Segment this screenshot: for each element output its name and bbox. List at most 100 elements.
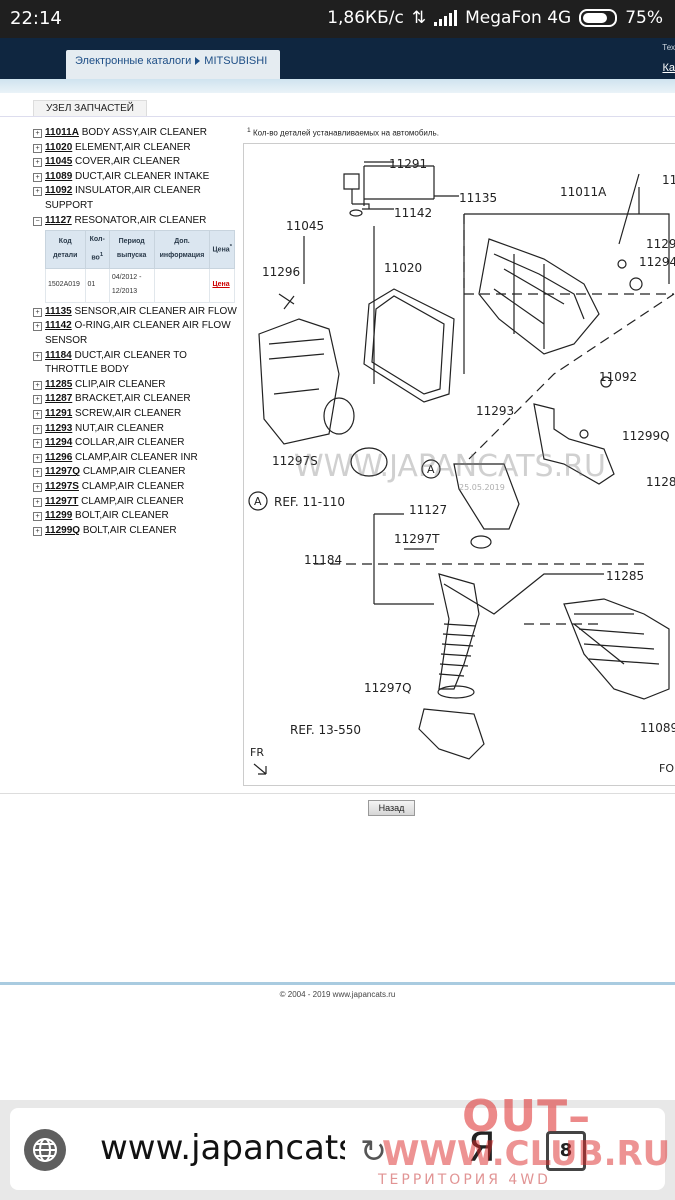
table-cell-info	[153, 267, 211, 303]
tree-item-code: 11294	[45, 437, 73, 449]
circle-a-icon	[248, 491, 268, 511]
url-text[interactable]: www.japancats.ru	[100, 1128, 345, 1168]
collapse-icon[interactable]: −	[33, 216, 42, 226]
diagram-label-11299[interactable]: 11299	[646, 237, 675, 251]
diagram-label-11291[interactable]: 11291	[389, 157, 427, 171]
tree-item-11135[interactable]: +11135 SENSOR,AIR CLEANER AIR FLOW	[33, 305, 238, 320]
globe-icon[interactable]	[24, 1129, 66, 1171]
diagram-label-11297q[interactable]: 11297Q	[364, 681, 412, 695]
diagram-label-11089[interactable]: 11089	[640, 721, 675, 735]
expand-icon[interactable]: +	[33, 439, 42, 449]
expand-icon[interactable]: +	[33, 322, 42, 332]
network-speed: 1,86КБ/с	[327, 8, 404, 28]
parts-diagram[interactable]: 11291 11135 11142 11045 11296 11020 1101…	[243, 143, 675, 786]
yandex-icon[interactable]: Я	[468, 1125, 496, 1171]
tab-count-button[interactable]: 8	[546, 1131, 586, 1171]
expand-icon[interactable]: +	[33, 410, 42, 420]
note-sup: 1	[247, 127, 251, 134]
address-bar[interactable]	[10, 1108, 665, 1190]
tree-item-11297t[interactable]: +11297T CLAMP,AIR CLEANER	[33, 495, 238, 510]
expand-icon[interactable]: +	[33, 129, 42, 138]
diagram-label-11092[interactable]: 11092	[599, 370, 637, 384]
diagram-label-11184[interactable]: 11184	[304, 553, 342, 567]
diagram-label-11299q[interactable]: 11299Q	[622, 429, 670, 443]
table-cell-price[interactable]: Цена	[209, 267, 235, 303]
tree-item-name: BOLT,AIR CLEANER	[82, 524, 177, 536]
status-bar: 22:14 1,86КБ/с ⇅ MegaFon 4G 75%	[0, 0, 675, 38]
tree-item-11127[interactable]: −11127 RESONATOR,AIR CLEANER	[33, 214, 238, 229]
tree-item-code: 11299	[45, 510, 73, 522]
tree-item-11291[interactable]: +11291 SCREW,AIR CLEANER	[33, 407, 238, 422]
diagram-label-11294[interactable]: 11294	[639, 255, 675, 269]
tree-item-11092[interactable]: +11092 INSULATOR,AIR CLEANER SUPPORT	[33, 184, 238, 213]
expand-icon[interactable]: +	[33, 453, 42, 463]
expand-icon[interactable]: +	[33, 307, 42, 317]
diagram-label-11045[interactable]: 11045	[286, 219, 324, 233]
tree-item-11299q[interactable]: +11299Q BOLT,AIR CLEANER	[33, 524, 238, 539]
tree-item-11293[interactable]: +11293 NUT,AIR CLEANER	[33, 422, 238, 437]
diagram-label-11142[interactable]: 11142	[394, 206, 432, 220]
tree-item-11297q[interactable]: +11297Q CLAMP,AIR CLEANER	[33, 465, 238, 480]
header-link-cart[interactable]: Ка	[662, 62, 675, 74]
tree-item-11285[interactable]: +11285 CLIP,AIR CLEANER	[33, 378, 238, 393]
expand-icon[interactable]: +	[33, 468, 42, 478]
tree-item-code: 11297T	[45, 495, 79, 507]
tree-item-11011a[interactable]: +11011A BODY ASSY,AIR CLEANER	[33, 126, 238, 141]
expand-icon[interactable]: +	[33, 482, 42, 492]
tree-item-11184[interactable]: +11184 DUCT,AIR CLEANER TO THROTTLE BODY	[33, 349, 238, 378]
tree-item-name: DUCT,AIR CLEANER INTAKE	[75, 170, 210, 182]
expand-icon[interactable]: +	[33, 497, 42, 507]
tree-item-code: 11089	[45, 170, 73, 182]
tree-item-code: 11291	[45, 408, 73, 420]
expand-icon[interactable]: +	[33, 158, 42, 168]
diagram-ref-a[interactable]: REF. 11-110	[274, 495, 345, 509]
diagram-label-11297t[interactable]: 11297T	[394, 532, 440, 546]
breadcrumb-catalogs[interactable]: Электронные каталоги	[75, 55, 192, 67]
diagram-label-11285[interactable]: 11285	[606, 569, 644, 583]
diagram-label-11127[interactable]: 11127	[409, 503, 447, 517]
expand-icon[interactable]: +	[33, 380, 42, 390]
status-right: 1,86КБ/с ⇅ MegaFon 4G 75%	[327, 8, 663, 28]
circle-a2-label: A	[427, 463, 435, 476]
back-button[interactable]: Назад	[368, 800, 415, 816]
expand-icon[interactable]: +	[33, 187, 42, 197]
tree-item-11297s[interactable]: +11297S CLAMP,AIR CLEANER	[33, 480, 238, 495]
tree-item-11299[interactable]: +11299 BOLT,AIR CLEANER	[33, 509, 238, 524]
expand-icon[interactable]: +	[33, 351, 42, 361]
section-tab-parts[interactable]: УЗЕЛ ЗАПЧАСТЕЙ	[33, 100, 147, 116]
tree-item-11142[interactable]: +11142 O-RING,AIR CLEANER AIR FLOW SENSO…	[33, 319, 238, 348]
expand-icon[interactable]: +	[33, 526, 42, 536]
tree-item-name: INSULATOR,AIR CLEANER SUPPORT	[45, 185, 201, 211]
tree-item-11020[interactable]: +11020 ELEMENT,AIR CLEANER	[33, 141, 238, 156]
breadcrumb-mitsubishi[interactable]: MITSUBISHI	[204, 55, 268, 67]
tree-item-11045[interactable]: +11045 COVER,AIR CLEANER	[33, 155, 238, 170]
content-divider	[0, 793, 675, 794]
tree-item-code: 11045	[45, 156, 73, 168]
tree-item-code: 11127	[45, 214, 72, 226]
diagram-label-11011a[interactable]: 11011A	[560, 185, 607, 199]
diagram-label-11[interactable]: 11	[662, 173, 675, 187]
expand-icon[interactable]: +	[33, 172, 42, 182]
expand-icon[interactable]: +	[33, 424, 42, 434]
reload-icon[interactable]: ↻	[360, 1132, 387, 1170]
diagram-label-11287[interactable]: 11287	[646, 475, 675, 489]
tree-item-name: SCREW,AIR CLEANER	[75, 408, 182, 420]
tree-item-11294[interactable]: +11294 COLLAR,AIR CLEANER	[33, 436, 238, 451]
diagram-label-11135[interactable]: 11135	[459, 191, 497, 205]
tree-item-11287[interactable]: +11287 BRACKET,AIR CLEANER	[33, 392, 238, 407]
expand-icon[interactable]: +	[33, 143, 42, 153]
tree-item-11089[interactable]: +11089 DUCT,AIR CLEANER INTAKE	[33, 170, 238, 185]
diagram-label-11293[interactable]: 11293	[476, 404, 514, 418]
circle-a-label: A	[254, 495, 262, 508]
expand-icon[interactable]: +	[33, 395, 42, 405]
diagram-ref-b[interactable]: REF. 13-550	[290, 723, 361, 737]
tree-item-11296[interactable]: +11296 CLAMP,AIR CLEANER INR	[33, 451, 238, 466]
diagram-label-11297s[interactable]: 11297S	[272, 454, 318, 468]
diagram-label-11020[interactable]: 11020	[384, 261, 422, 275]
header-link-tech[interactable]: Тех	[662, 43, 675, 52]
tree-item-code: 11297Q	[45, 466, 81, 478]
header-stripe	[0, 79, 675, 93]
diagram-label-11296[interactable]: 11296	[262, 265, 300, 279]
expand-icon[interactable]: +	[33, 512, 42, 522]
